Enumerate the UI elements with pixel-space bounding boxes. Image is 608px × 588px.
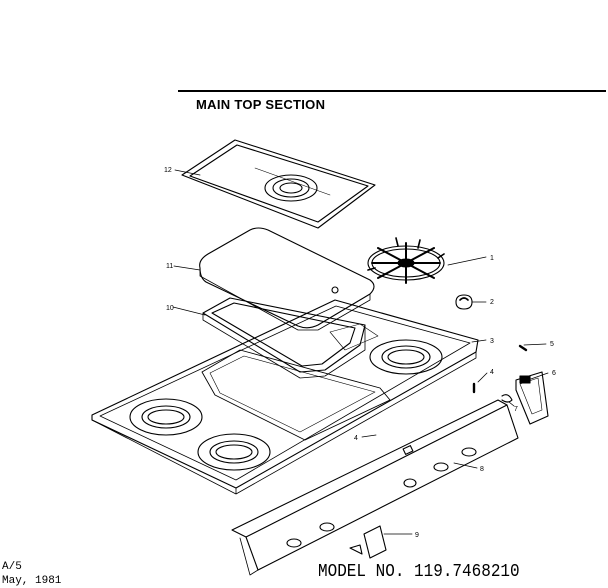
callout-2: 2 — [490, 299, 494, 306]
leader-lines — [172, 169, 549, 535]
griddle-cover — [199, 227, 375, 331]
model-number: MODEL NO. 119.7468210 — [318, 561, 520, 582]
callout-1: 1 — [490, 255, 494, 262]
callout-6: 6 — [552, 370, 556, 377]
callout-labels: 12 11 10 1 2 3 4 5 6 7 8 9 4 — [164, 167, 556, 539]
bracket — [515, 371, 549, 425]
page-title: MAIN TOP SECTION — [196, 97, 326, 112]
knob — [455, 294, 473, 310]
griddle-pan — [202, 297, 366, 379]
callout-12: 12 — [164, 167, 172, 174]
callout-9: 9 — [415, 532, 419, 539]
callout-10: 10 — [166, 305, 174, 312]
drip-tray-frame — [181, 139, 376, 229]
callout-inline-4: 4 — [354, 435, 358, 442]
callout-7: 7 — [514, 406, 518, 413]
manifold-panel — [231, 399, 519, 576]
callout-3: 3 — [490, 338, 494, 345]
footer-date: May, 1981 — [2, 575, 62, 587]
header-rule — [178, 90, 606, 92]
main-top — [91, 299, 479, 495]
clip-9 — [349, 525, 387, 559]
burner-grate — [367, 237, 445, 284]
callout-8: 8 — [480, 466, 484, 473]
footer-code: A/5 — [2, 561, 22, 573]
callout-4: 4 — [490, 369, 494, 376]
callout-11: 11 — [166, 263, 173, 270]
callout-5: 5 — [550, 341, 554, 348]
clip-7 — [501, 394, 513, 403]
screw-5 — [518, 344, 528, 352]
